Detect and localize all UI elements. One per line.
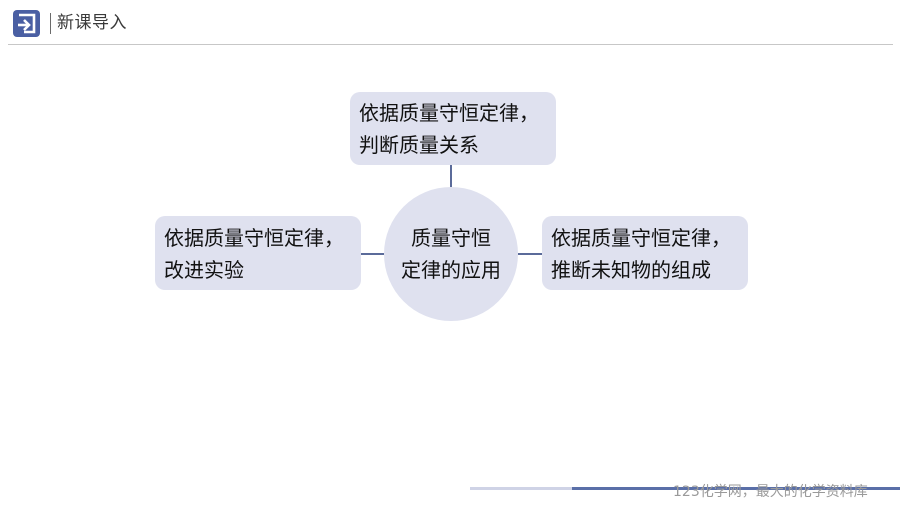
header: 新课导入 — [0, 0, 900, 46]
return-arrow-icon[interactable] — [13, 10, 40, 37]
node-left: 依据质量守恒定律， 改进实验 — [155, 216, 361, 290]
footer-bar-light — [470, 487, 580, 490]
page-title: 新课导入 — [57, 13, 127, 33]
connector-right — [518, 253, 542, 255]
header-rule — [8, 44, 893, 45]
connector-left — [361, 253, 384, 255]
footer-watermark: 123化学网，最大的化学资料库 — [673, 484, 868, 500]
node-top-line1: 依据质量守恒定律， — [359, 101, 539, 125]
node-left-line2: 改进实验 — [164, 258, 244, 282]
footer-bar-dark — [572, 487, 900, 490]
node-left-line1: 依据质量守恒定律， — [164, 226, 344, 250]
node-right-line1: 依据质量守恒定律， — [551, 226, 731, 250]
node-top: 依据质量守恒定律， 判断质量关系 — [350, 92, 556, 165]
node-right-line2: 推断未知物的组成 — [551, 258, 711, 282]
node-top-line2: 判断质量关系 — [359, 133, 479, 157]
node-center-line1: 质量守恒 — [411, 226, 491, 250]
node-center-line2: 定律的应用 — [401, 258, 501, 282]
node-center: 质量守恒 定律的应用 — [384, 187, 518, 321]
node-right: 依据质量守恒定律， 推断未知物的组成 — [542, 216, 748, 290]
connector-top — [450, 165, 452, 187]
header-divider — [50, 13, 51, 34]
